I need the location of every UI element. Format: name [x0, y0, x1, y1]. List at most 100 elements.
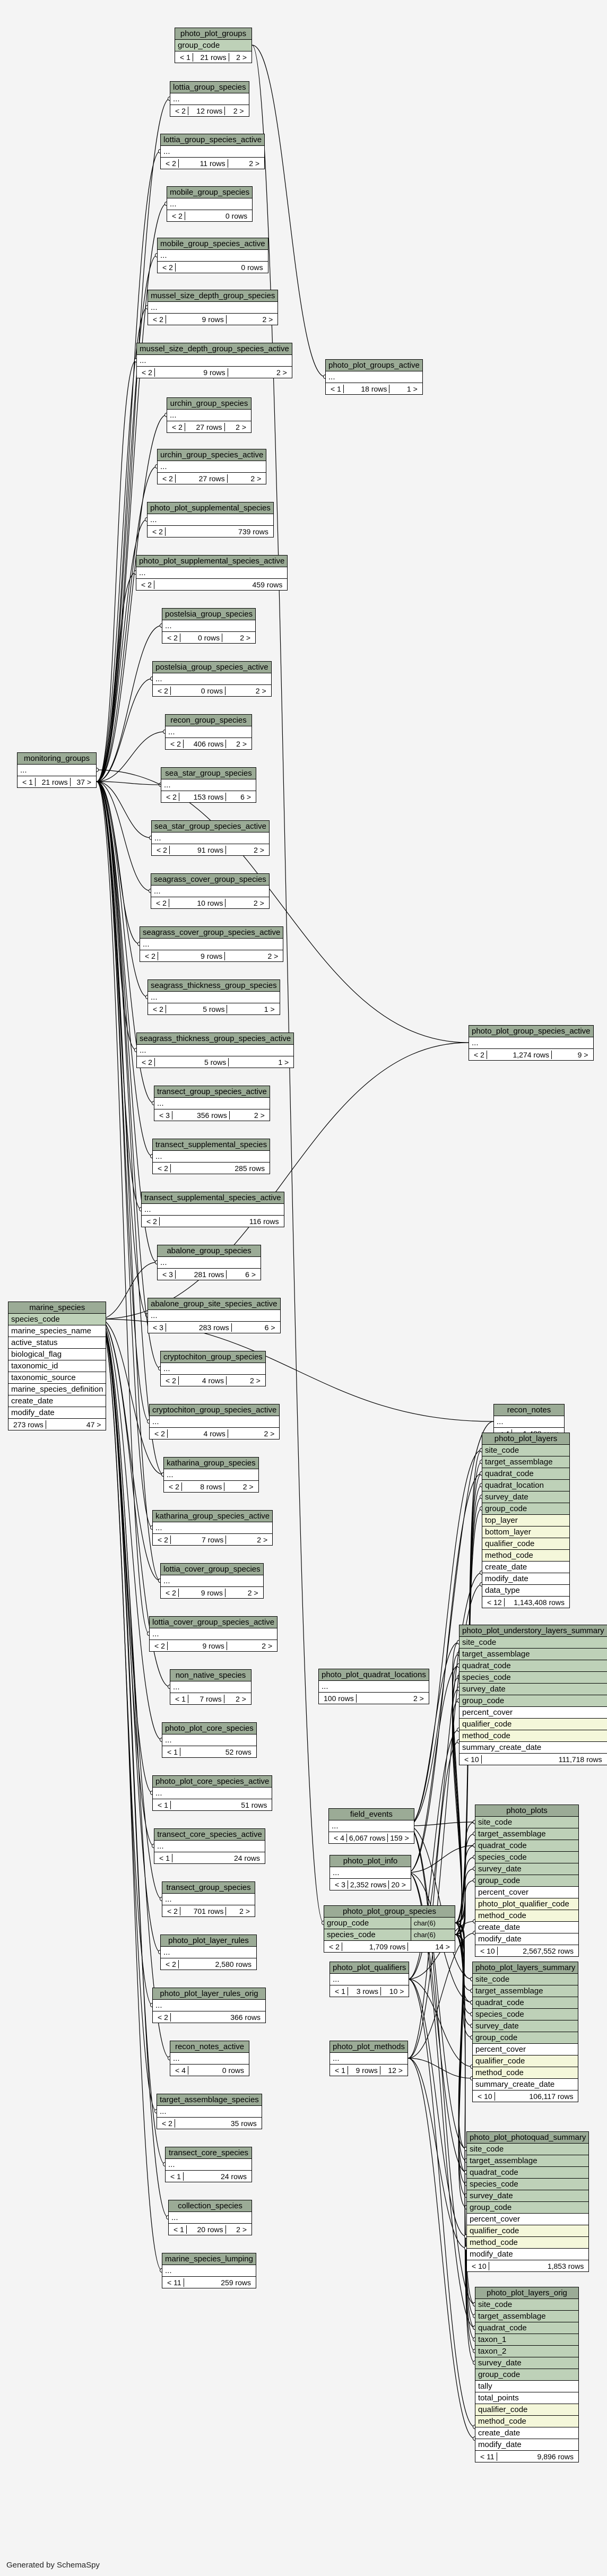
table-title[interactable]: urchin_group_species [167, 397, 252, 410]
table-title[interactable]: sea_star_group_species [161, 767, 256, 779]
table-title[interactable]: transect_group_species [162, 1881, 255, 1894]
table-title[interactable]: abalone_group_species [157, 1245, 261, 1257]
table-title[interactable]: photo_plot_layers [482, 1433, 570, 1445]
table-title[interactable]: postelsia_group_species [161, 608, 256, 620]
table-title[interactable]: photo_plot_group_species_active [469, 1025, 594, 1037]
table-title[interactable]: cryptochiton_group_species_active [149, 1404, 280, 1416]
table-title[interactable]: photo_plot_core_species [162, 1722, 257, 1734]
table-title[interactable]: collection_species [168, 2200, 252, 2212]
table-title[interactable]: non_native_species [170, 1669, 252, 1681]
table-title[interactable]: abalone_group_site_species_active [148, 1298, 281, 1310]
table-title[interactable]: field_events [328, 1808, 414, 1820]
table-title[interactable]: photo_plot_layers_summary [472, 1962, 579, 1974]
table-title[interactable]: marine_species [7, 1302, 107, 1314]
table-mussel-size-depth-group-species-active[interactable]: mussel_size_depth_group_species_active..… [136, 343, 292, 378]
table-title[interactable]: photo_plots [475, 1805, 579, 1817]
table-title[interactable]: lottia_group_species_active [160, 134, 265, 146]
table-title[interactable]: target_assemblage_species [157, 2094, 262, 2106]
table-title[interactable]: photo_plot_group_species [324, 1905, 455, 1918]
table-title[interactable]: photo_plot_groups [175, 28, 252, 40]
table-title[interactable]: transect_group_species_active [154, 1086, 270, 1098]
table-title[interactable]: cryptochiton_group_species [160, 1351, 266, 1363]
table-title[interactable]: transect_supplemental_species [152, 1139, 271, 1151]
table-title[interactable]: transect_supplemental_species_active [141, 1192, 284, 1204]
table-title[interactable]: photo_plot_layer_rules [160, 1935, 257, 1947]
table-title[interactable]: photo_plot_groups_active [325, 359, 423, 371]
table-title[interactable]: urchin_group_species_active [157, 449, 267, 461]
table-title[interactable]: recon_group_species [165, 714, 252, 726]
table-title[interactable]: seagrass_cover_group_species [151, 873, 270, 886]
table-title[interactable]: photo_plot_qualifiers [329, 1962, 410, 1974]
table-title[interactable]: photo_plot_core_species_active [152, 1775, 273, 1788]
table-title[interactable]: seagrass_thickness_group_species_active [136, 1033, 294, 1045]
table-title[interactable]: katharina_group_species [163, 1457, 259, 1469]
table-title[interactable]: mobile_group_species_active [157, 238, 268, 250]
table-title[interactable]: photo_plot_methods [329, 2041, 408, 2053]
table-seagrass-thickness-group-species-active[interactable]: seagrass_thickness_group_species_active.… [136, 1033, 294, 1068]
table-title[interactable]: transect_core_species_active [154, 1828, 265, 1841]
table-title[interactable]: photo_plot_supplemental_species_active [135, 555, 288, 567]
table-seagrass-cover-group-species-active[interactable]: seagrass_cover_group_species_active...< … [139, 926, 284, 962]
table-title[interactable]: recon_notes [493, 1404, 565, 1416]
table-transect-supplemental-species-active[interactable]: transect_supplemental_species_active...<… [141, 1192, 284, 1227]
table-title[interactable]: postelsia_group_species_active [152, 661, 272, 673]
table-title[interactable]: sea_star_group_species_active [151, 820, 270, 832]
table-title[interactable]: lottia_group_species [170, 81, 249, 93]
table-title[interactable]: photo_plot_supplemental_species [147, 502, 274, 514]
table-title[interactable]: lottia_cover_group_species_active [149, 1616, 278, 1628]
table-title[interactable]: recon_notes_active [170, 2041, 249, 2053]
table-title[interactable]: marine_species_lumping [162, 2253, 256, 2265]
table-title[interactable]: monitoring_groups [17, 752, 97, 765]
table-title[interactable]: seagrass_thickness_group_species [148, 979, 280, 992]
table-title[interactable]: seagrass_cover_group_species_active [139, 926, 284, 939]
table-title[interactable]: mussel_size_depth_group_species [147, 290, 279, 302]
